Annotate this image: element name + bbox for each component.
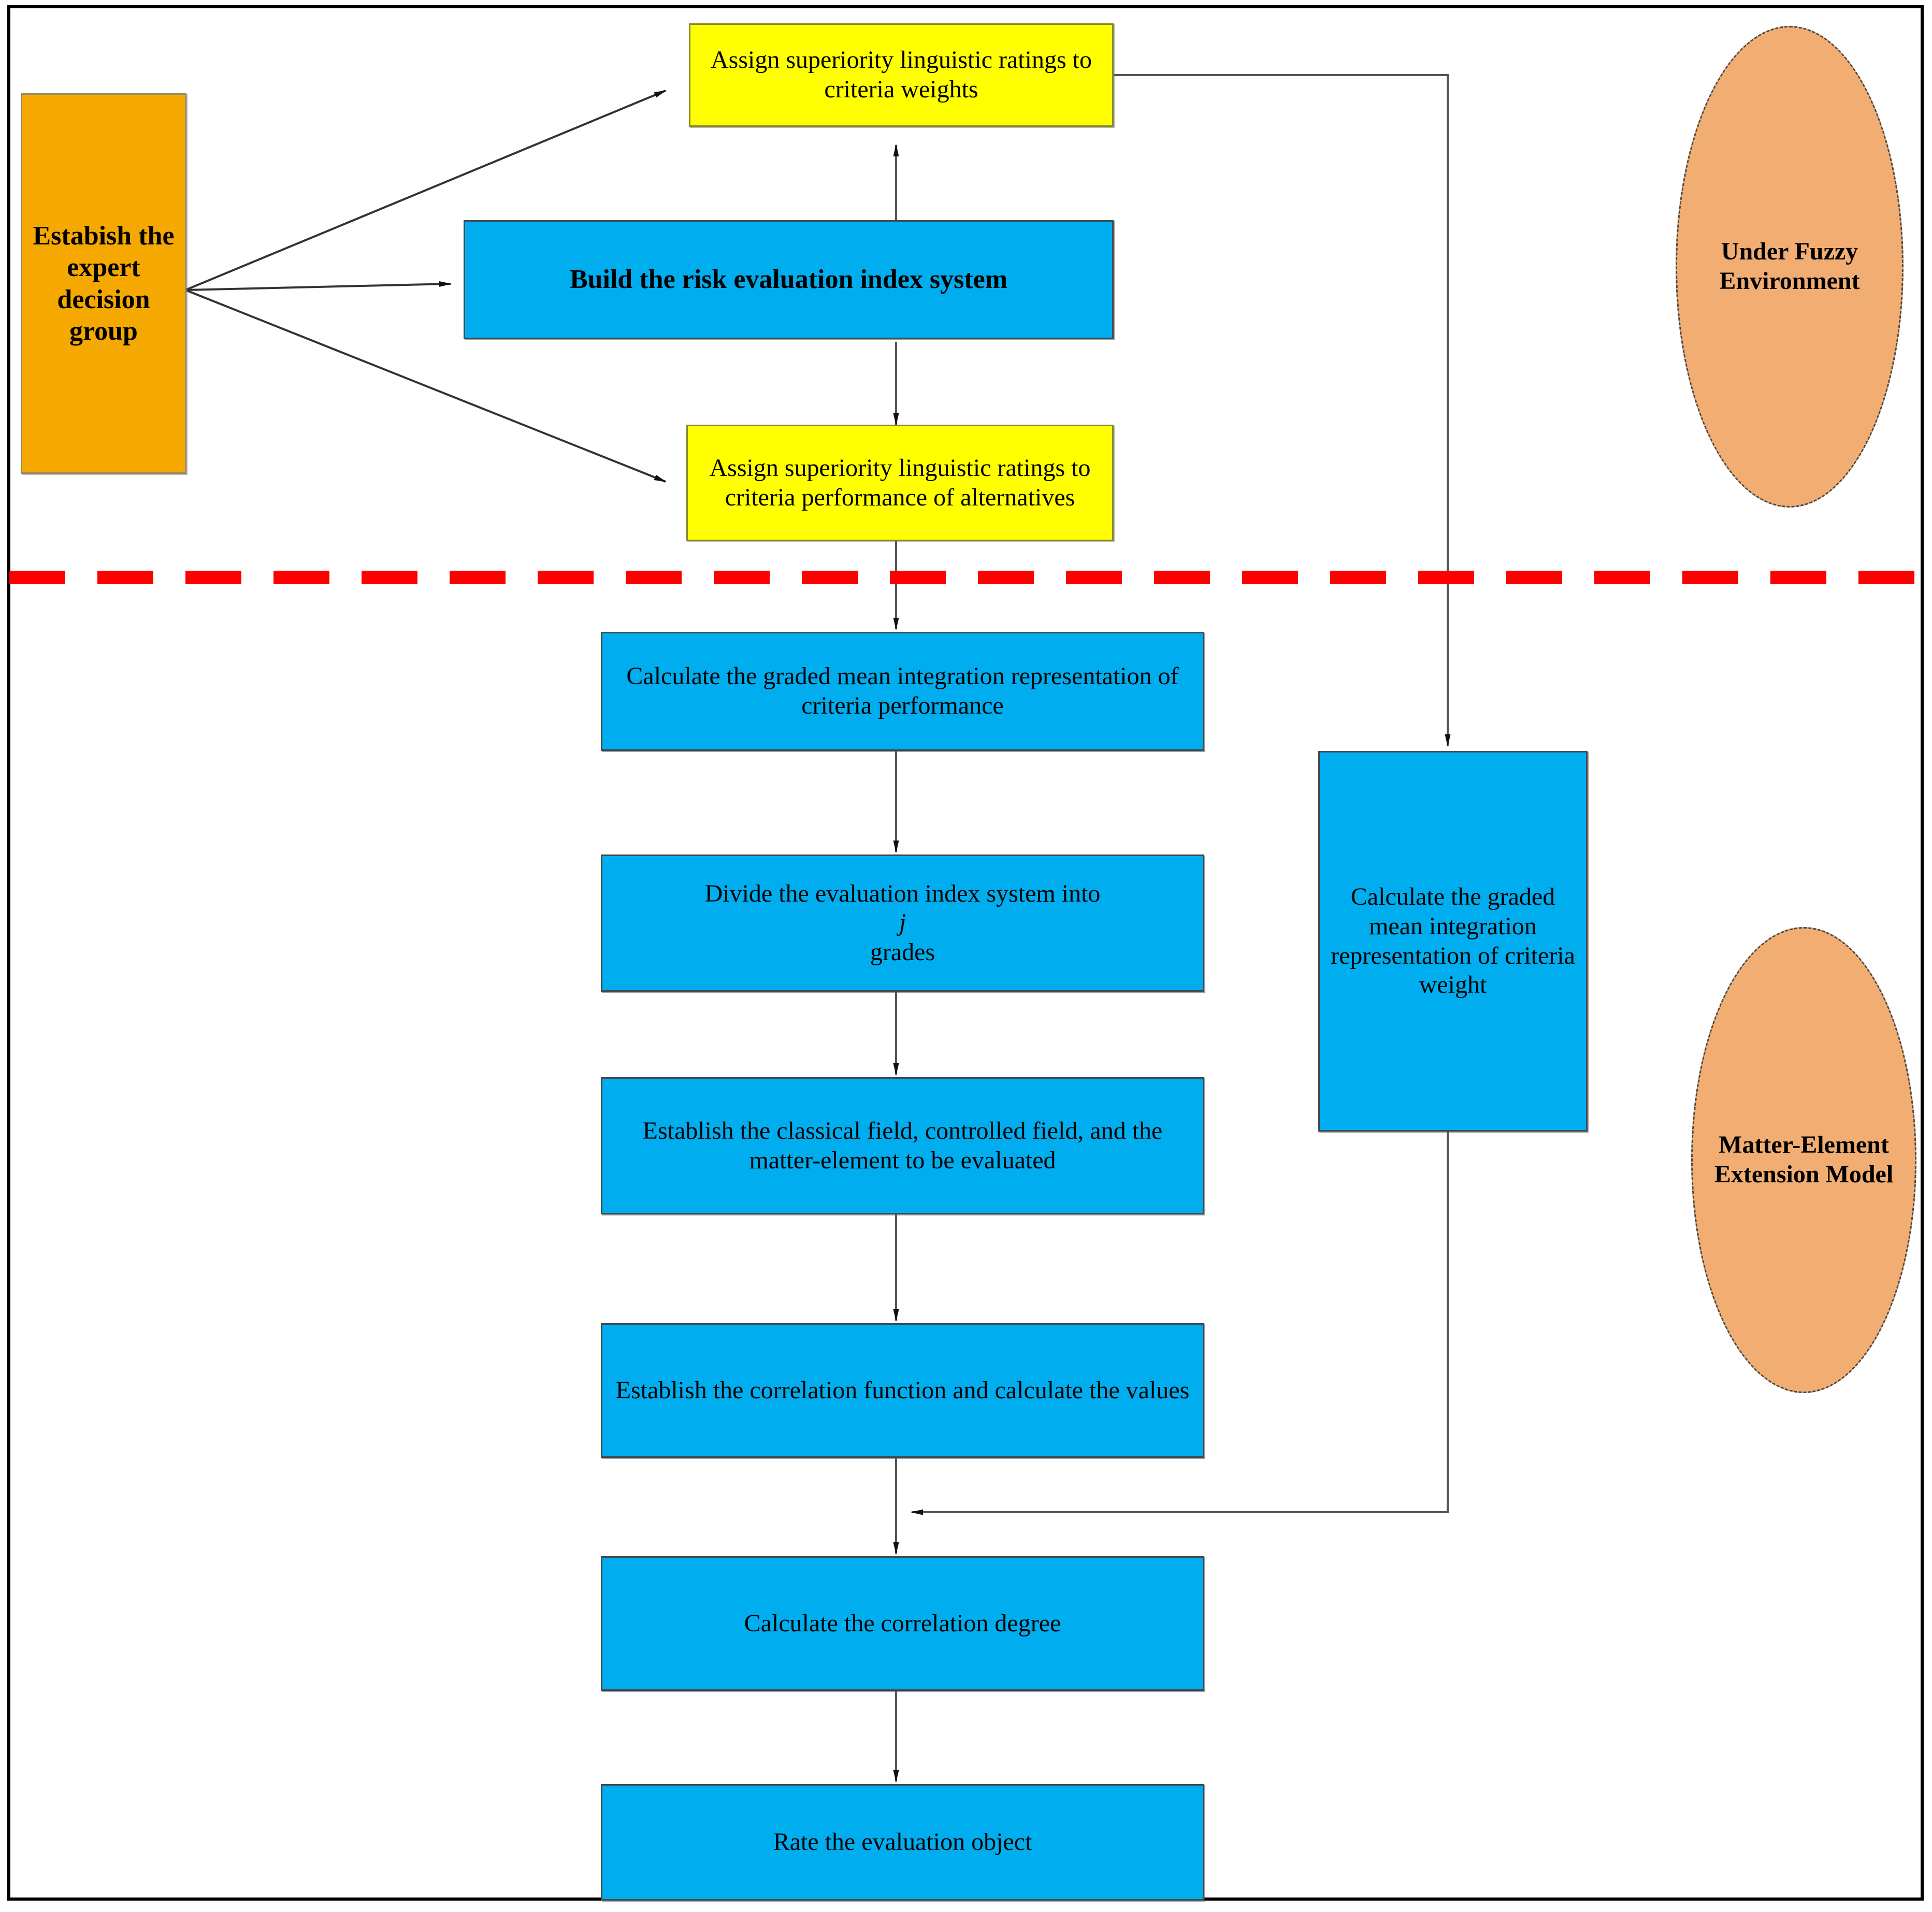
node-assign-criteria-weights[interactable]: Assign superiority linguistic ratings to… [689, 23, 1114, 127]
node-establish-fields[interactable]: Establish the classical field, controlle… [601, 1077, 1204, 1214]
node-gmir-criteria-weight-label: Calculate the graded mean integration re… [1331, 883, 1575, 999]
divide-label-italic-j: j [899, 909, 906, 937]
node-gmir-criteria-performance-label: Calculate the graded mean integration re… [626, 662, 1179, 719]
node-build-risk-index-system[interactable]: Build the risk evaluation index system [464, 220, 1114, 339]
node-correlation-function[interactable]: Establish the correlation function and c… [601, 1323, 1204, 1458]
node-expert-decision-group[interactable]: Estabish the expert decision group [21, 93, 186, 474]
node-rate-evaluation-object[interactable]: Rate the evaluation object [601, 1784, 1204, 1901]
node-expert-decision-group-label: Estabish the expert decision group [33, 221, 175, 346]
divide-label-suffix: grades [870, 938, 935, 966]
node-establish-fields-label: Establish the classical field, controlle… [642, 1117, 1163, 1174]
node-assign-criteria-performance[interactable]: Assign superiority linguistic ratings to… [686, 425, 1114, 541]
divide-label-prefix: Divide the evaluation index system into [704, 879, 1101, 907]
node-assign-criteria-weights-label: Assign superiority linguistic ratings to… [711, 46, 1092, 103]
node-divide-into-grades-label: Divide the evaluation index system into … [695, 879, 1111, 967]
node-divide-into-grades[interactable]: Divide the evaluation index system into … [601, 854, 1204, 992]
node-under-fuzzy-environment: Under Fuzzy Environment [1676, 26, 1904, 508]
node-correlation-degree-label: Calculate the correlation degree [744, 1609, 1061, 1637]
node-gmir-criteria-weight[interactable]: Calculate the graded mean integration re… [1318, 751, 1588, 1132]
node-rate-evaluation-object-label: Rate the evaluation object [773, 1828, 1032, 1856]
node-gmir-criteria-performance[interactable]: Calculate the graded mean integration re… [601, 632, 1204, 751]
node-correlation-function-label: Establish the correlation function and c… [615, 1376, 1190, 1404]
node-assign-criteria-performance-label: Assign superiority linguistic ratings to… [709, 454, 1091, 511]
node-under-fuzzy-environment-label: Under Fuzzy Environment [1719, 238, 1860, 295]
node-correlation-degree[interactable]: Calculate the correlation degree [601, 1556, 1204, 1691]
node-matter-element-extension-model-label: Matter-Element Extension Model [1714, 1131, 1894, 1188]
node-build-risk-index-system-label: Build the risk evaluation index system [569, 265, 1008, 295]
node-matter-element-extension-model: Matter-Element Extension Model [1691, 927, 1916, 1393]
